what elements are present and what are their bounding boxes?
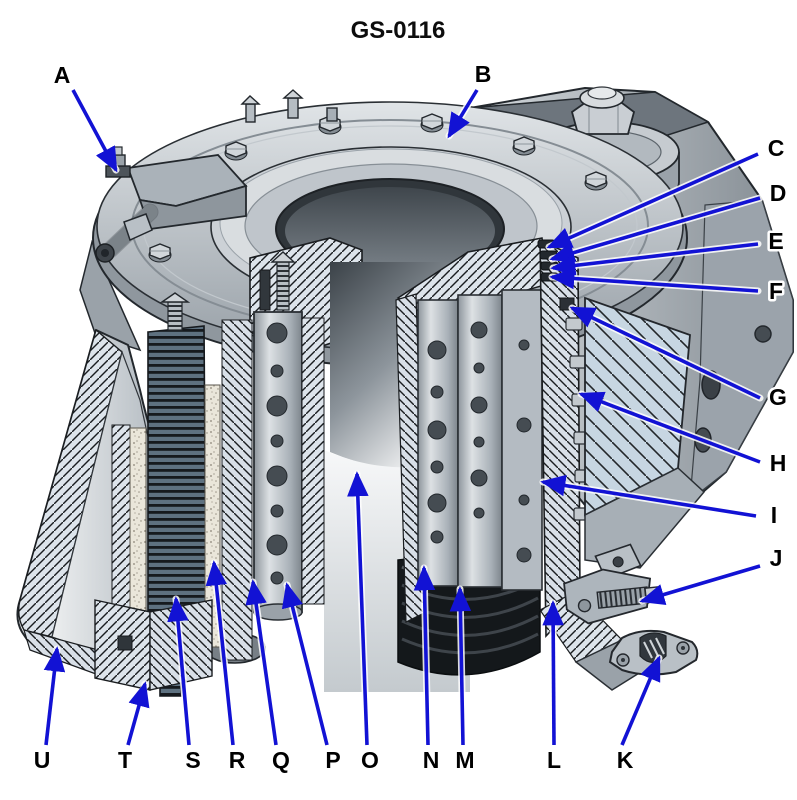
flange-bolt xyxy=(512,136,536,156)
flange-bolt xyxy=(224,141,248,161)
callout-arrow-C xyxy=(546,152,759,249)
callout-label-I: I xyxy=(771,502,777,528)
side-port-hole xyxy=(754,325,772,343)
callout-arrow-Q xyxy=(245,579,278,746)
callout-label-C: C xyxy=(768,135,785,161)
spring-sleeve-left xyxy=(253,311,325,621)
right-cylinder-assembly xyxy=(395,237,706,691)
stud-bolt xyxy=(276,261,290,311)
clamp-block xyxy=(608,629,699,676)
flange-bolt xyxy=(148,243,172,263)
stack-stud xyxy=(159,292,191,303)
callout-label-J: J xyxy=(770,545,783,571)
callout-arrow-A xyxy=(71,89,118,173)
callout-arrow-K xyxy=(620,655,661,746)
pipe-coupling-nut xyxy=(123,213,153,242)
callout-label-H: H xyxy=(770,450,787,476)
callout-label-K: K xyxy=(617,747,634,773)
flange-bolt xyxy=(584,171,608,191)
flange-bolt xyxy=(420,113,444,133)
callout-label-E: E xyxy=(768,228,783,254)
callout-label-T: T xyxy=(118,747,132,773)
callout-label-B: B xyxy=(475,61,492,87)
callout-arrow-S xyxy=(167,596,191,746)
callout-label-O: O xyxy=(361,747,379,773)
callout-arrow-O xyxy=(347,471,369,746)
callout-arrow-M xyxy=(449,586,472,746)
callout-label-A: A xyxy=(54,62,71,88)
callout-arrow-U xyxy=(43,646,66,746)
callout-arrow-F xyxy=(549,267,759,293)
callout-arrow-B xyxy=(447,89,479,139)
callout-arrow-P xyxy=(281,582,329,746)
callout-arrow-I xyxy=(540,474,757,518)
callout-label-R: R xyxy=(229,747,246,773)
callout-label-Q: Q xyxy=(272,747,290,773)
callout-label-S: S xyxy=(185,747,200,773)
callout-label-G: G xyxy=(769,384,787,410)
callout-label-U: U xyxy=(34,747,51,773)
callout-arrow-R xyxy=(205,560,235,746)
callout-arrow-E xyxy=(550,242,759,277)
callout-arrow-J xyxy=(639,564,761,606)
callout-label-F: F xyxy=(769,278,783,304)
callout-label-P: P xyxy=(325,747,340,773)
callout-arrow-N xyxy=(413,565,436,746)
bottom-cut-blocks xyxy=(94,599,213,691)
callout-arrow-D xyxy=(549,196,761,264)
callout-arrow-T xyxy=(126,681,150,746)
grease-fitting-assembly xyxy=(95,146,248,263)
callout-label-L: L xyxy=(547,747,561,773)
callout-arrow-G xyxy=(569,306,761,400)
callout-label-M: M xyxy=(455,747,474,773)
top-fittings xyxy=(240,89,338,123)
dowel-pin xyxy=(259,269,271,311)
callout-arrow-L xyxy=(542,600,564,746)
callout-arrow-H xyxy=(578,391,761,464)
page-title: GS-0116 xyxy=(351,17,446,44)
callout-label-N: N xyxy=(423,747,440,773)
callout-label-D: D xyxy=(770,180,787,206)
